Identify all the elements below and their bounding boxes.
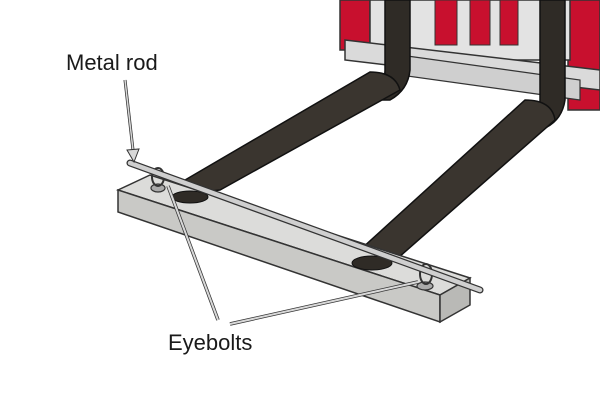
right-fork-pocket xyxy=(351,255,393,271)
metal-rod xyxy=(126,159,484,294)
metal-rod-label: Metal rod xyxy=(66,50,158,75)
eyebolts-label: Eyebolts xyxy=(168,330,253,355)
mast-inner-red-3 xyxy=(499,0,519,46)
right-fork-blade xyxy=(348,99,556,269)
left-fork xyxy=(173,0,411,196)
left-fork-blade xyxy=(173,71,401,196)
right-fork xyxy=(348,0,566,269)
eyebolts-pointers xyxy=(166,185,419,326)
metal-rod-highlight xyxy=(127,160,483,293)
mast-inner-red-1 xyxy=(434,0,458,46)
mast-inner-red-2 xyxy=(469,0,491,46)
left-eyebolt-base xyxy=(150,183,166,193)
jib-beam xyxy=(115,174,472,324)
metal-rod-arrowhead xyxy=(126,148,140,164)
metal-rod-pointer xyxy=(123,79,140,164)
